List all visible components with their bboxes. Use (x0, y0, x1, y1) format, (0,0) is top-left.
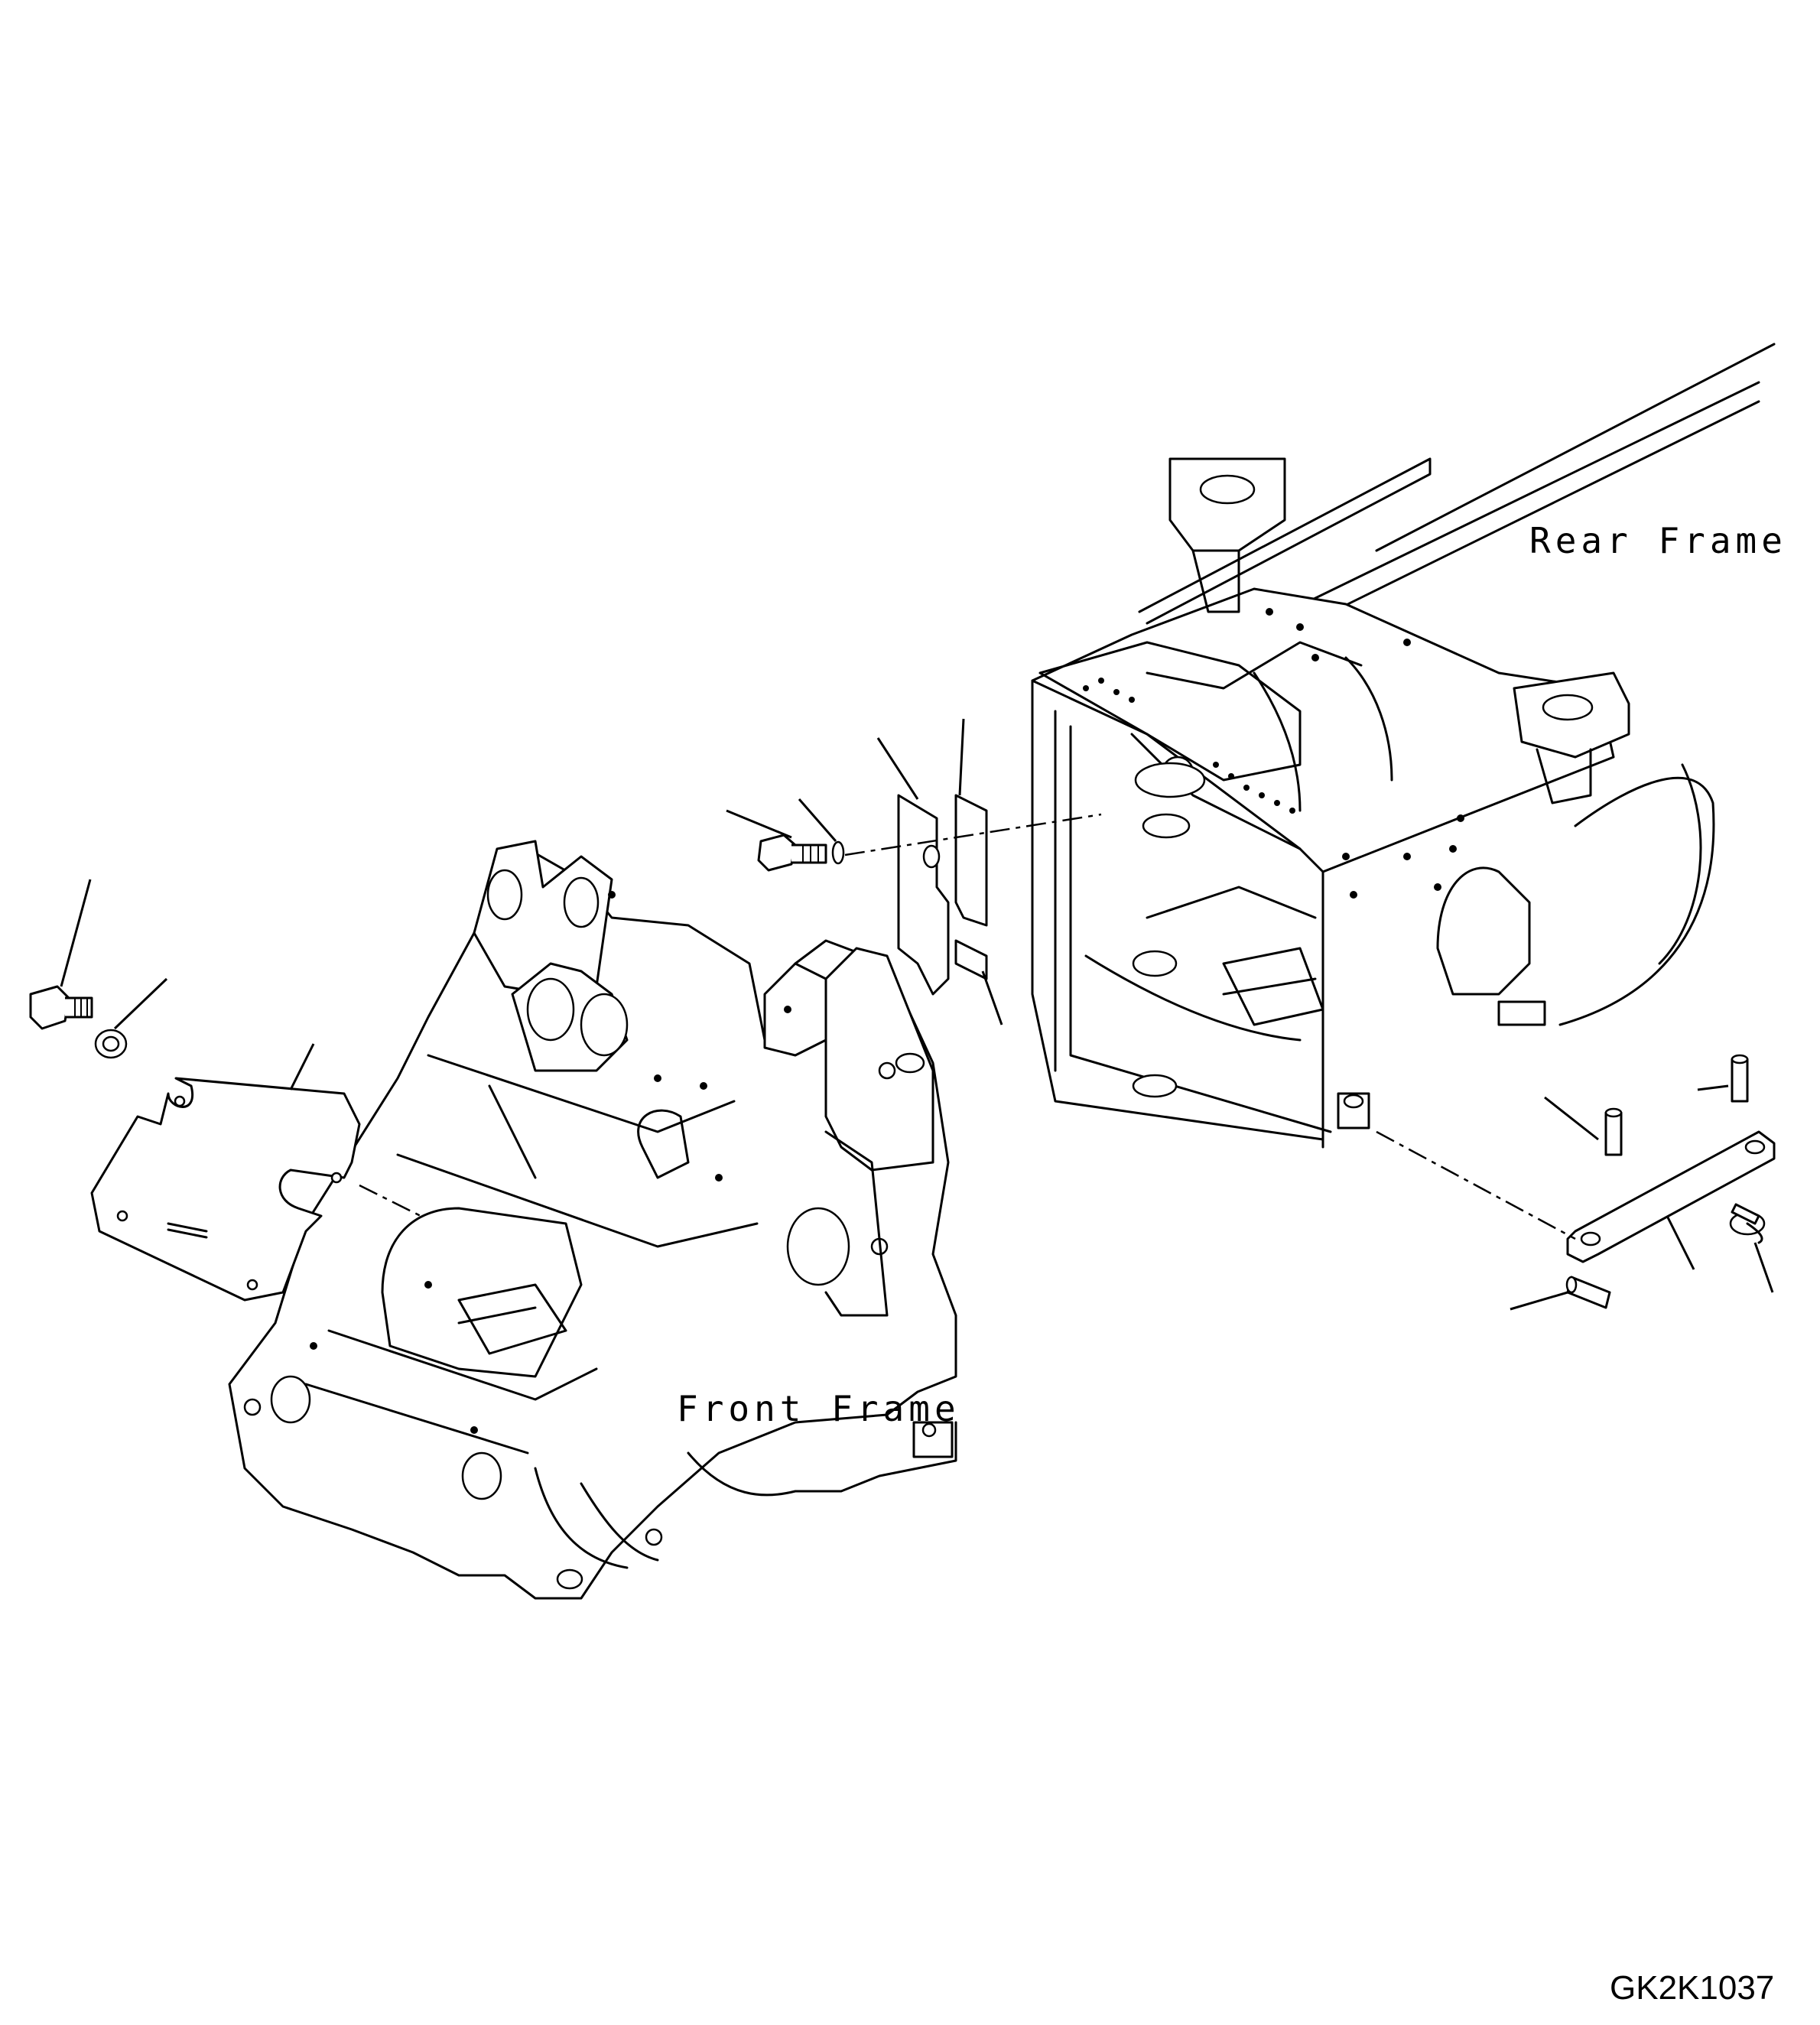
front-frame (228, 840, 957, 1600)
bolt-left (29, 985, 93, 1030)
shim-assembly (726, 718, 1102, 1026)
figure-code: GK2K1037 (1610, 1969, 1775, 2007)
cover-plate (90, 1077, 361, 1302)
shim-plate-large (897, 794, 950, 996)
bolt-center (757, 834, 827, 872)
rear-frame-holes (1083, 608, 1464, 899)
link-bar (1566, 1130, 1776, 1263)
pin-upper (1604, 1111, 1623, 1156)
pin-right (1731, 1058, 1749, 1103)
cover-assembly (29, 879, 421, 1302)
lock-clip (1729, 1203, 1766, 1244)
shim-plate-lower (954, 939, 988, 980)
link-assembly (1376, 1054, 1776, 1311)
washer-center (831, 840, 845, 865)
front-frame-label: Front Frame (677, 1388, 960, 1429)
rear-frame (1031, 343, 1776, 1149)
rear-frame-label: Rear Frame (1529, 520, 1787, 561)
shim-plate-small (954, 794, 988, 927)
